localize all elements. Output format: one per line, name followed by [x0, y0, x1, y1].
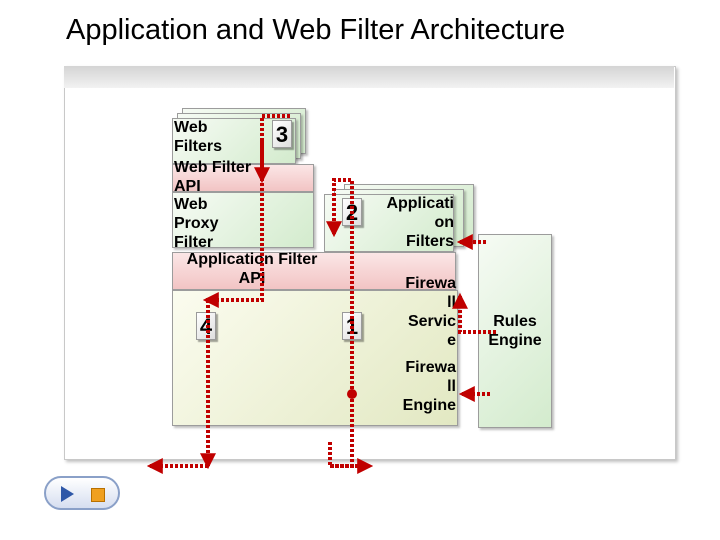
rules-engine-label: Rules Engine — [488, 313, 542, 349]
application-filter-api-box — [172, 252, 456, 290]
play-icon[interactable] — [61, 486, 74, 502]
connector-1-node — [347, 389, 357, 399]
application-filter-api-label: Application Filter API — [186, 251, 318, 287]
web-proxy-filter-label: Web Proxy Filter — [174, 196, 219, 251]
stop-icon[interactable] — [91, 488, 105, 502]
diagram-frame-bar — [64, 66, 674, 88]
connector-2-up — [326, 178, 354, 394]
connector-1-exit — [328, 394, 354, 468]
connector-rules-to-service — [452, 292, 496, 334]
web-filter-api-box — [172, 164, 314, 192]
web-filters-label: Web Filters — [174, 119, 223, 155]
web-proxy-filter-box — [172, 192, 314, 248]
slide-nav-control[interactable] — [44, 476, 120, 510]
app-filters-label: Applicati on Filters — [386, 195, 454, 250]
web-filter-api-label: Web Filter API — [174, 159, 252, 195]
firewall-engine-label: Firewa ll Engine — [402, 359, 456, 414]
connector-3-vertical — [202, 114, 290, 308]
slide-title: Application and Web Filter Architecture — [66, 14, 566, 46]
step-3-badge: 3 — [272, 120, 292, 148]
firewall-service-label: Firewa ll Servic e — [405, 275, 456, 349]
firewall-base-box — [172, 290, 458, 426]
